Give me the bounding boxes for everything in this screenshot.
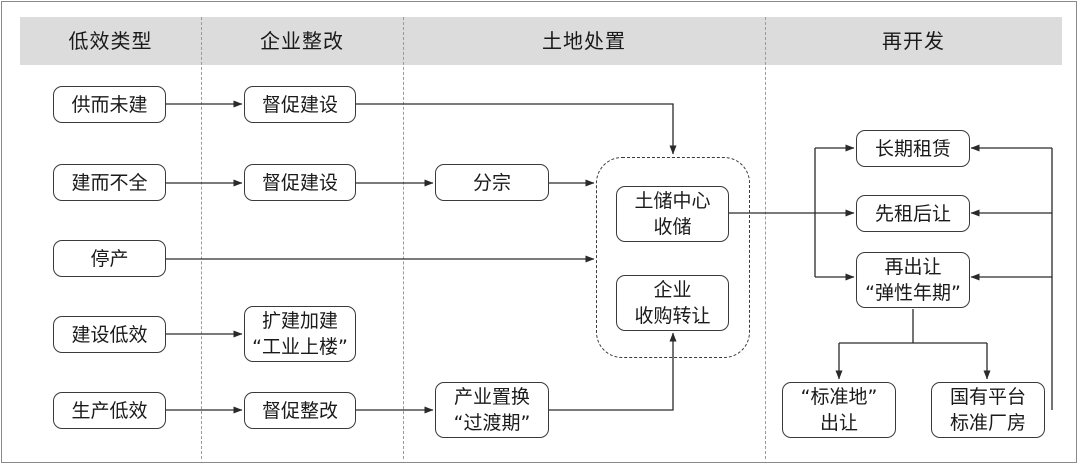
box-construction-low-efficiency: 建设低效 <box>53 316 166 353</box>
box-label: “过渡期” <box>453 412 531 434</box>
box-label: 督促建设 <box>261 171 338 194</box>
box-label: 供而未建 <box>71 93 148 116</box>
column-divider <box>201 17 202 459</box>
arrow-replace-to-acquire <box>549 332 677 411</box>
box-label: 停产 <box>90 247 129 270</box>
arrow-supervise-to-reserve-group <box>356 103 677 155</box>
header-low-efficiency-type: 低效类型 <box>68 29 153 53</box>
box-label: 生产低效 <box>71 399 148 422</box>
box-parcel-split: 分宗 <box>435 164 549 201</box>
box-label: 收购转让 <box>634 305 711 327</box>
box-label: 出让 <box>819 412 858 434</box>
box-label: 再出让 <box>884 256 942 278</box>
box-retransfer-flexible-term: 再出让 “弹性年期” <box>856 252 970 308</box>
land-reserve-group <box>596 157 750 358</box>
box-label: 国有平台 <box>949 386 1026 408</box>
box-label: 标准厂房 <box>949 412 1026 434</box>
column-divider <box>403 17 404 459</box>
box-supervise-rectification: 督促整改 <box>244 392 356 429</box>
box-label: 督促建设 <box>261 93 338 116</box>
box-supplied-not-built: 供而未建 <box>53 86 166 123</box>
box-label: 土储中心 <box>634 190 711 212</box>
box-state-platform-factory: 国有平台 标准厂房 <box>931 382 1045 438</box>
header-land-disposal: 土地处置 <box>542 29 626 53</box>
box-label: 扩建加建 <box>261 310 338 332</box>
box-supervise-construction: 督促建设 <box>244 86 356 123</box>
box-label: 建设低效 <box>71 323 148 346</box>
box-label: “标准地” <box>800 386 878 408</box>
box-land-reserve-center: 土储中心 收储 <box>616 186 729 242</box>
header-redevelopment: 再开发 <box>882 29 945 53</box>
box-label: 收储 <box>653 216 692 238</box>
box-label: 长期租赁 <box>874 137 951 160</box>
box-production-stopped: 停产 <box>53 240 166 277</box>
box-long-term-lease: 长期租赁 <box>856 130 970 167</box>
box-label: 产业置换 <box>453 386 530 408</box>
box-production-low-efficiency: 生产低效 <box>53 392 166 429</box>
box-label: 督促整改 <box>261 399 338 422</box>
box-industry-replacement: 产业置换 “过渡期” <box>435 382 549 438</box>
box-standard-land-transfer: “标准地” 出让 <box>782 382 896 438</box>
box-expansion-industrial-upstairs: 扩建加建 “工业上楼” <box>244 306 356 362</box>
box-supervise-construction: 督促建设 <box>244 164 356 201</box>
box-label: 先租后让 <box>874 202 951 225</box>
column-divider <box>765 17 766 459</box>
box-label: “弹性年期” <box>865 282 961 304</box>
box-label: “工业上楼” <box>252 336 348 358</box>
box-enterprise-acquisition: 企业 收购转让 <box>616 275 729 331</box>
header-enterprise-rectification: 企业整改 <box>260 29 344 53</box>
box-label: 企业 <box>653 279 692 301</box>
box-lease-then-transfer: 先租后让 <box>856 195 970 232</box>
box-label: 建而不全 <box>71 171 148 194</box>
box-built-incomplete: 建而不全 <box>53 164 166 201</box>
box-label: 分宗 <box>472 171 511 194</box>
header-band <box>20 17 1062 65</box>
